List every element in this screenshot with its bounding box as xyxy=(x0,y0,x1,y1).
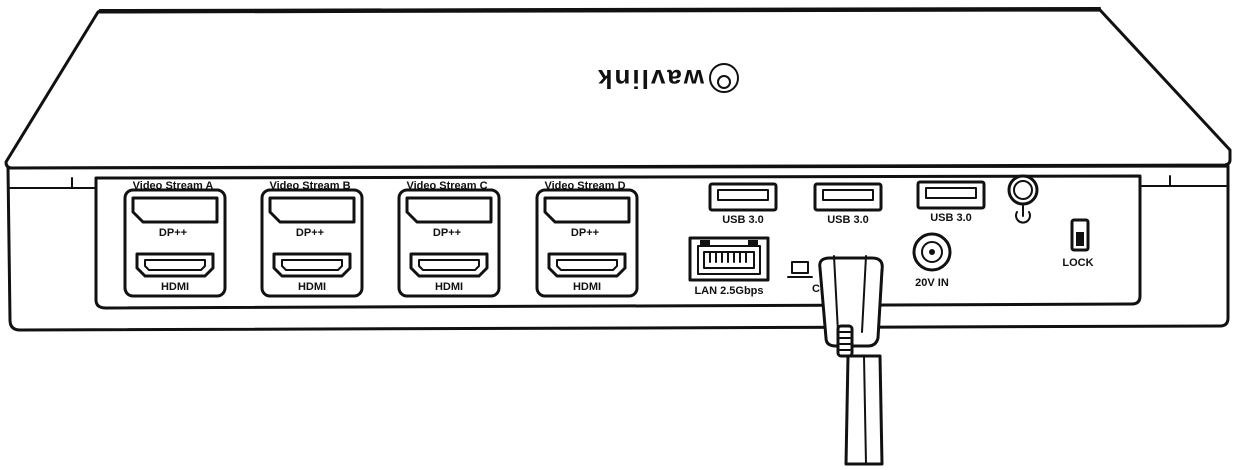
kensington-lock-slot[interactable]: LOCK xyxy=(1062,218,1094,269)
displayport-port[interactable] xyxy=(268,196,356,224)
video-stream-group-c: Video Stream C DP++ HDMI xyxy=(397,180,501,298)
hdmi-label: HDMI xyxy=(435,281,463,293)
power-button[interactable] xyxy=(1007,174,1039,206)
video-stream-group-d: Video Stream D DP++ HDMI xyxy=(535,180,639,298)
dc-power-input[interactable]: 20V IN xyxy=(912,232,952,289)
lan-port[interactable]: LAN 2.5Gbps xyxy=(688,236,770,297)
dp-label: DP++ xyxy=(159,227,187,239)
usb-port-3[interactable]: USB 3.0 xyxy=(916,180,986,224)
usb-c-label: C xyxy=(812,283,820,295)
displayport-port[interactable] xyxy=(131,196,219,224)
usb-port-2[interactable]: USB 3.0 xyxy=(813,182,883,226)
lan-label: LAN 2.5Gbps xyxy=(694,285,763,297)
power-icon xyxy=(1015,205,1031,224)
video-stream-group-b: Video Stream B DP++ HDMI xyxy=(260,180,364,298)
logo-text: wavlink xyxy=(596,64,705,94)
laptop-icon xyxy=(787,261,813,278)
hdmi-port[interactable] xyxy=(135,252,215,278)
hdmi-port[interactable] xyxy=(409,252,489,278)
brand-logo: wavlink xyxy=(596,63,739,94)
dp-label: DP++ xyxy=(571,227,599,239)
stream-title: Video Stream C xyxy=(406,180,487,192)
hdmi-port[interactable] xyxy=(547,252,627,278)
lock-label: LOCK xyxy=(1062,257,1093,269)
stream-title: Video Stream D xyxy=(544,180,625,192)
usb-port-1[interactable]: USB 3.0 xyxy=(708,182,778,226)
hdmi-label: HDMI xyxy=(298,281,326,293)
usb-c-cable[interactable] xyxy=(818,255,884,466)
power-input-label: 20V IN xyxy=(915,277,949,289)
usb-label: USB 3.0 xyxy=(930,212,972,224)
usb-label: USB 3.0 xyxy=(722,214,764,226)
video-stream-group-a: Video Stream A DP++ HDMI xyxy=(123,180,227,298)
logo-mark-icon xyxy=(709,63,739,93)
dp-label: DP++ xyxy=(296,227,324,239)
hdmi-port[interactable] xyxy=(272,252,352,278)
hdmi-label: HDMI xyxy=(573,281,601,293)
stream-title: Video Stream B xyxy=(269,180,350,192)
displayport-port[interactable] xyxy=(405,196,493,224)
dp-label: DP++ xyxy=(433,227,461,239)
usb-label: USB 3.0 xyxy=(827,214,869,226)
hdmi-label: HDMI xyxy=(161,281,189,293)
stream-title: Video Stream A xyxy=(133,180,214,192)
displayport-port[interactable] xyxy=(543,196,631,224)
cable-strain-relief xyxy=(836,324,854,358)
